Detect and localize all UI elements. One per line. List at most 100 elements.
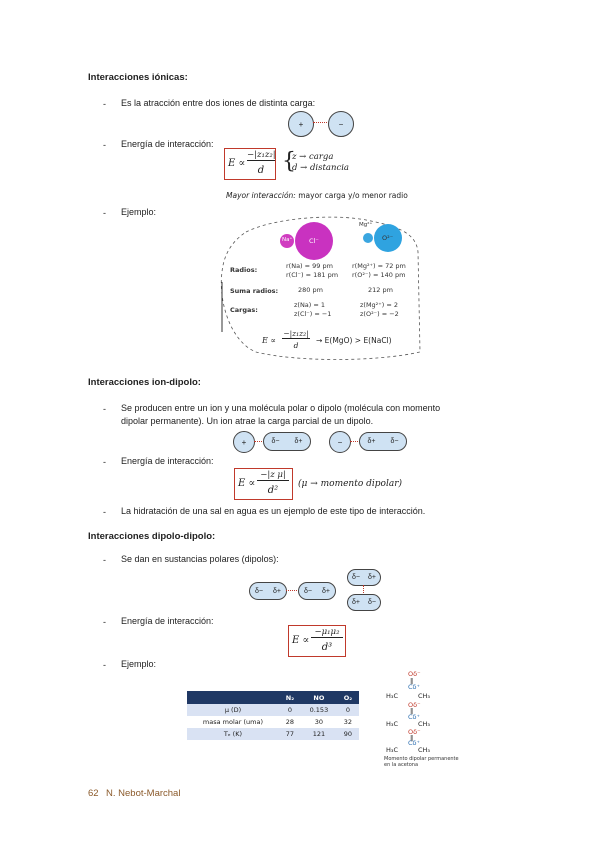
bullet-dash: - bbox=[103, 208, 106, 218]
table-cell: masa molar (uma) bbox=[202, 718, 264, 726]
bullet-dash: - bbox=[103, 404, 106, 414]
dipole-ellipse: δ−δ+ bbox=[298, 582, 336, 600]
delta-minus: δ− bbox=[271, 438, 280, 445]
attraction-line bbox=[286, 590, 297, 591]
text-example-ionic: Ejemplo: bbox=[121, 207, 157, 217]
col1-r-na: r(Na) = 99 pm bbox=[286, 262, 333, 270]
table-cell: 0 bbox=[336, 704, 359, 716]
cl-label: Cl⁻ bbox=[309, 237, 319, 245]
example-formula-lhs: E ∝ bbox=[262, 336, 276, 345]
formula-denominator: d² bbox=[267, 485, 279, 496]
dipole-ellipse: δ+ δ− bbox=[347, 594, 381, 611]
methyl-right: CH₃ bbox=[418, 692, 431, 700]
bullet-dash: - bbox=[103, 617, 106, 627]
acetone-caption: Momento dipolar permanente en la acetona bbox=[384, 756, 459, 768]
formula-lhs: E ∝ bbox=[292, 635, 310, 646]
cation-circle: + bbox=[233, 431, 255, 453]
text-energy-ionic: Energía de interacción: bbox=[121, 139, 214, 149]
table-cell: 0 bbox=[278, 704, 301, 716]
table-cell: μ (D) bbox=[187, 704, 279, 716]
col2-r-mg: r(Mg²⁺) = 72 pm bbox=[352, 262, 406, 270]
note-bold: Mayor interacción: bbox=[226, 191, 296, 200]
delta-minus: δ− bbox=[255, 587, 263, 595]
heading-ionic: Interacciones iónicas: bbox=[88, 72, 188, 83]
carbon-atom: Cδ⁺ bbox=[408, 713, 420, 721]
heading-ion-dipole: Interacciones ion-dipolo: bbox=[88, 377, 201, 388]
delta-plus: δ+ bbox=[273, 587, 281, 595]
cation-circle: + bbox=[288, 111, 314, 137]
minus-sign: − bbox=[338, 119, 344, 129]
attraction-line bbox=[363, 585, 364, 593]
ionic-formula-box: E ∝ −|z₁z₂| d bbox=[224, 148, 276, 180]
col2-z-o: z(O²⁻) = −2 bbox=[360, 310, 399, 318]
o-label: O²⁻ bbox=[382, 234, 394, 242]
text-energy-ion-dipole: Energía de interacción: bbox=[121, 456, 214, 466]
delta-minus: δ− bbox=[304, 587, 312, 595]
page-number: 62 bbox=[88, 788, 99, 799]
heading-dipole-dipole: Interacciones dipolo-dipolo: bbox=[88, 531, 216, 542]
acetone-figure: Oδ⁻ ‖ Cδ⁺ H₃C CH₃ Oδ⁻ ‖ Cδ⁺ H₃C CH₃ Oδ⁻ … bbox=[384, 670, 464, 775]
table-header: NO bbox=[300, 691, 337, 704]
mg-ion bbox=[363, 233, 373, 243]
delta-plus: δ+ bbox=[367, 438, 376, 445]
text-example-dipole: Ejemplo: bbox=[121, 659, 157, 669]
mu-note: (μ → momento dipolar) bbox=[298, 479, 403, 489]
table-cell: 32 bbox=[343, 718, 353, 726]
col2-sum: 212 pm bbox=[368, 286, 393, 294]
oxygen-atom: Oδ⁻ bbox=[408, 670, 421, 678]
table-cell: 0.153 bbox=[300, 704, 337, 716]
formula-numerator: −|z₁z₂| bbox=[247, 150, 276, 161]
delta-minus: δ− bbox=[390, 438, 399, 445]
bullet-dash: - bbox=[103, 555, 106, 565]
methyl-left: H₃C bbox=[386, 746, 399, 754]
brace-symbol: { bbox=[282, 149, 296, 174]
methyl-right: CH₃ bbox=[418, 720, 431, 728]
formula-denominator: d bbox=[257, 165, 265, 176]
d-label: d → distancia bbox=[292, 163, 349, 173]
na-label: Na⁺ bbox=[282, 237, 293, 243]
text-energy-dipole: Energía de interacción: bbox=[121, 616, 214, 626]
minus-sign: − bbox=[337, 437, 343, 447]
dipole-ellipse: δ− δ+ bbox=[263, 432, 311, 451]
delta-plus: δ+ bbox=[294, 438, 303, 445]
col1-r-cl: r(Cl⁻) = 181 pm bbox=[286, 271, 339, 279]
col1-sum: 280 pm bbox=[298, 286, 323, 294]
delta-minus: δ− bbox=[368, 599, 376, 606]
table-row: μ (D) 0 0.153 0 bbox=[187, 704, 359, 716]
z-label: z → carga bbox=[292, 152, 334, 162]
plus-sign: + bbox=[241, 437, 247, 447]
formula-numerator: −μ₁μ₂ bbox=[311, 627, 343, 638]
double-bond: ‖ bbox=[410, 677, 414, 685]
cl-ion bbox=[295, 222, 333, 260]
oxygen-atom: Oδ⁻ bbox=[408, 728, 421, 736]
properties-table: N₂ NO O₂ μ (D) 0 0.153 0 masa molar (uma… bbox=[187, 691, 359, 740]
delta-plus: δ+ bbox=[352, 599, 360, 606]
col1-z-na: z(Na) = 1 bbox=[294, 301, 326, 309]
methyl-right: CH₃ bbox=[418, 746, 431, 754]
col2-z-mg: z(Mg²⁺) = 2 bbox=[360, 301, 398, 309]
table-header bbox=[187, 691, 279, 704]
table-cell: 28 bbox=[285, 718, 295, 726]
anion-circle: − bbox=[329, 431, 351, 453]
row-label-radios: Radios: bbox=[230, 266, 258, 274]
o-ion bbox=[374, 224, 402, 252]
formula-lhs: E ∝ bbox=[238, 478, 256, 489]
bullet-dash: - bbox=[103, 457, 106, 467]
table-cell: 121 bbox=[300, 728, 337, 740]
text-ionic-definition: Es la atracción entre dos iones de disti… bbox=[121, 98, 316, 108]
table-cell: 77 bbox=[278, 728, 301, 740]
bullet-dash: - bbox=[103, 99, 106, 109]
dipole-formula-box: E ∝ −μ₁μ₂ d³ bbox=[288, 625, 346, 657]
bullet-dash: - bbox=[103, 140, 106, 150]
note-rest: mayor carga y/o menor radio bbox=[295, 191, 408, 200]
attraction-line bbox=[254, 441, 262, 442]
row-label-cargas: Cargas: bbox=[230, 306, 258, 314]
ionic-note: Mayor interacción: mayor carga y/o menor… bbox=[226, 191, 408, 200]
dipole-ellipse: δ− δ+ bbox=[249, 582, 287, 600]
methyl-left: H₃C bbox=[386, 692, 399, 700]
ion-dipole-formula-box: E ∝ −|z μ| d² bbox=[234, 468, 293, 500]
example-formula-num: −|z₁z₂| bbox=[282, 329, 310, 339]
table-row: masa molar (uma) 28 30 32 bbox=[187, 716, 359, 728]
example-formula-den: d bbox=[293, 341, 299, 350]
oxygen-atom: Oδ⁻ bbox=[408, 701, 421, 709]
